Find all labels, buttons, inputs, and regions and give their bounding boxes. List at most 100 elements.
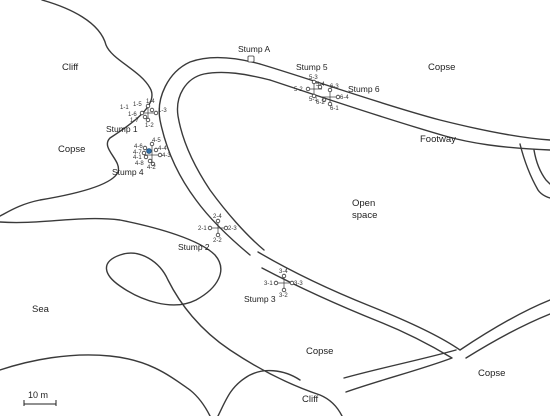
stump-6-point [327, 87, 333, 93]
scale-bar-label: 10 m [28, 390, 48, 400]
stump-2-point-label: 2-2 [213, 238, 222, 244]
footway-label: Footway [420, 134, 456, 145]
stump-1-point [149, 107, 155, 113]
stump-3-point-label: 3-1 [264, 281, 273, 287]
stump-4-point-label: 4-3 [162, 153, 171, 159]
stump-2-point [207, 225, 213, 231]
stump-3-point [289, 280, 295, 286]
stump-4-point-label: 4-5 [152, 138, 161, 144]
stump-1-point-label: 1-2 [145, 123, 154, 129]
stump-4-point-label: 4-8 [135, 161, 144, 167]
stump-4-point-label: 4-4 [158, 146, 167, 152]
stump-4-point [142, 145, 148, 151]
copse-label-left: Copse [58, 144, 85, 155]
right-loop-inner [533, 149, 550, 185]
stump-2-point [215, 218, 221, 224]
stump-4-point [143, 154, 149, 160]
open-space-label-1: Open [352, 198, 375, 209]
stump-4-point [147, 158, 153, 164]
stump-6-label: Stump 6 [348, 84, 380, 94]
stump-4-point [157, 152, 163, 158]
stump-4-point [141, 150, 147, 156]
stump-2-point [215, 232, 221, 238]
stump-5-point-label: 5-3 [309, 75, 318, 81]
copse-label-bottom-right: Copse [478, 368, 505, 379]
stump-6-point-label: 6-3 [330, 84, 339, 90]
copse-label-bottom: Copse [306, 346, 333, 357]
stump-5-point [317, 84, 323, 90]
stump-5-point-label: 5-1 [309, 97, 318, 103]
stump-4-point [150, 161, 156, 167]
stump-3-point-label: 3-3 [294, 281, 303, 287]
footway-edge-top [259, 63, 550, 141]
stump-4-point-label: 4-7 [133, 150, 142, 156]
cliff-edge-line [0, 0, 153, 217]
stump-6-point [335, 94, 341, 100]
stump-5-group: Stump 5 5-3 5-4 5-2 5-1 [294, 62, 328, 103]
stump-2-point-label: 2-1 [198, 226, 207, 232]
stump-a-marker [247, 55, 255, 63]
stump-a-label: Stump A [238, 44, 270, 54]
stump-5-point [311, 93, 317, 99]
stump-4-point-label: 4-6 [134, 144, 143, 150]
lower-cliff-line [217, 370, 301, 416]
stump-5-point-label: 5-2 [294, 87, 303, 93]
path-outer-left [158, 56, 261, 256]
stump-1-point-label: 1-6 [128, 112, 137, 118]
stump-1-point-label: 1-1 [120, 105, 129, 111]
stump-1-label: Stump 1 [106, 124, 138, 134]
right-loop-outer [519, 143, 550, 199]
cliff-label-top: Cliff [62, 62, 79, 73]
footway-edge-bottom [269, 79, 550, 151]
stump-1-point-label: 1-5 [133, 102, 142, 108]
path-inner-left [176, 71, 271, 251]
stump-5-point [311, 79, 317, 85]
stump-3-point-label: 3-4 [279, 269, 288, 275]
scale-bar: 10 m [23, 390, 57, 406]
stump-6-point [321, 97, 327, 103]
stump-4-point [149, 141, 155, 147]
road-edge-lower [261, 267, 453, 393]
stump-6-point-label: 6-2 [316, 100, 325, 106]
stump-3-label: Stump 3 [244, 294, 276, 304]
sea-inlet-line [0, 354, 211, 416]
road-branch-right [465, 313, 550, 359]
stump-1-point [153, 110, 159, 116]
stump-6-group: Stump 6 6-3 6-4 6-2 6-1 [316, 84, 380, 112]
open-space-label-2: space [352, 210, 377, 221]
stump-1-point [139, 110, 145, 116]
sea-label: Sea [32, 304, 50, 315]
stump-4-point-label: 4-1 [133, 155, 142, 161]
stump-3-point [273, 280, 279, 286]
stump-2-point-label: 2-4 [213, 214, 222, 220]
stump-3-group: Stump 3 3-4 3-1 3-3 3-2 [244, 269, 303, 304]
stump-1-point [142, 114, 148, 120]
stump-6-point-label: 6-4 [340, 95, 349, 101]
stump-1-point-label: 1-4 [146, 99, 155, 105]
stump-4-point [153, 147, 159, 153]
shoreline-line [0, 217, 343, 416]
stump-1-point-label: 1-3 [158, 108, 167, 114]
stump-4-center [146, 148, 152, 154]
stump-6-point [327, 101, 333, 107]
road-edge-upper [257, 251, 550, 351]
cliff-label-bottom: Cliff [302, 394, 319, 405]
stump-2-label: Stump 2 [178, 242, 210, 252]
stump-1-point-label: 1-7 [130, 118, 139, 124]
stump-3-point-label: 3-2 [279, 293, 288, 299]
road-tail [343, 349, 457, 379]
stump-1-point [145, 117, 151, 123]
stump-4-group: Stump 4 4-5 4-6 4-4 4-7 4-3 4-1 4-8 4-2 [112, 138, 171, 177]
stump-2-group: Stump 2 2-4 2-1 2-3 2-2 [178, 214, 237, 252]
stump-4-point-label: 4-2 [147, 165, 156, 171]
stump-6-point-label: 6-1 [330, 106, 339, 112]
stump-3-point [281, 287, 287, 293]
stump-5-label: Stump 5 [296, 62, 328, 72]
stump-2-point-label: 2-3 [228, 226, 237, 232]
stump-5-point-label: 5-4 [316, 82, 325, 88]
stump-5-point [305, 86, 311, 92]
copse-label-top-right: Copse [428, 62, 455, 73]
stump-2-point [223, 225, 229, 231]
